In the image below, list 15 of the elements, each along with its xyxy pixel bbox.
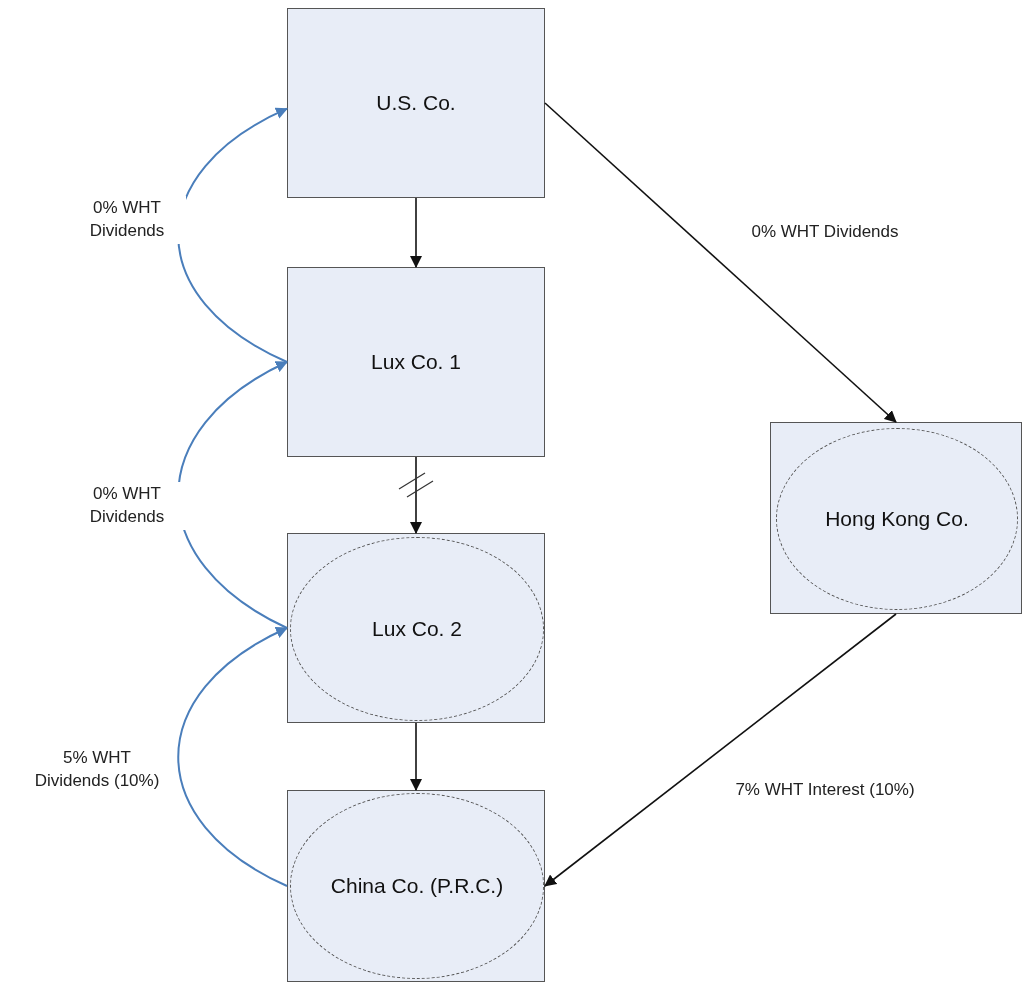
- company-name: Lux Co. 1: [371, 349, 461, 375]
- arrow: [410, 456, 422, 534]
- company-name: Lux Co. 2: [372, 616, 462, 642]
- company-box: [287, 267, 545, 457]
- arrow: [177, 361, 288, 629]
- arrow: [410, 722, 422, 791]
- company-name: U.S. Co.: [376, 90, 456, 116]
- arrow: [544, 613, 897, 887]
- arrow: [177, 627, 288, 887]
- arrow: [410, 197, 422, 268]
- arrow: [177, 107, 288, 363]
- company-box: [287, 8, 545, 198]
- company-name: Hong Kong Co.: [825, 506, 969, 532]
- arrow: [544, 102, 897, 423]
- company-name: China Co. (P.R.C.): [330, 873, 504, 899]
